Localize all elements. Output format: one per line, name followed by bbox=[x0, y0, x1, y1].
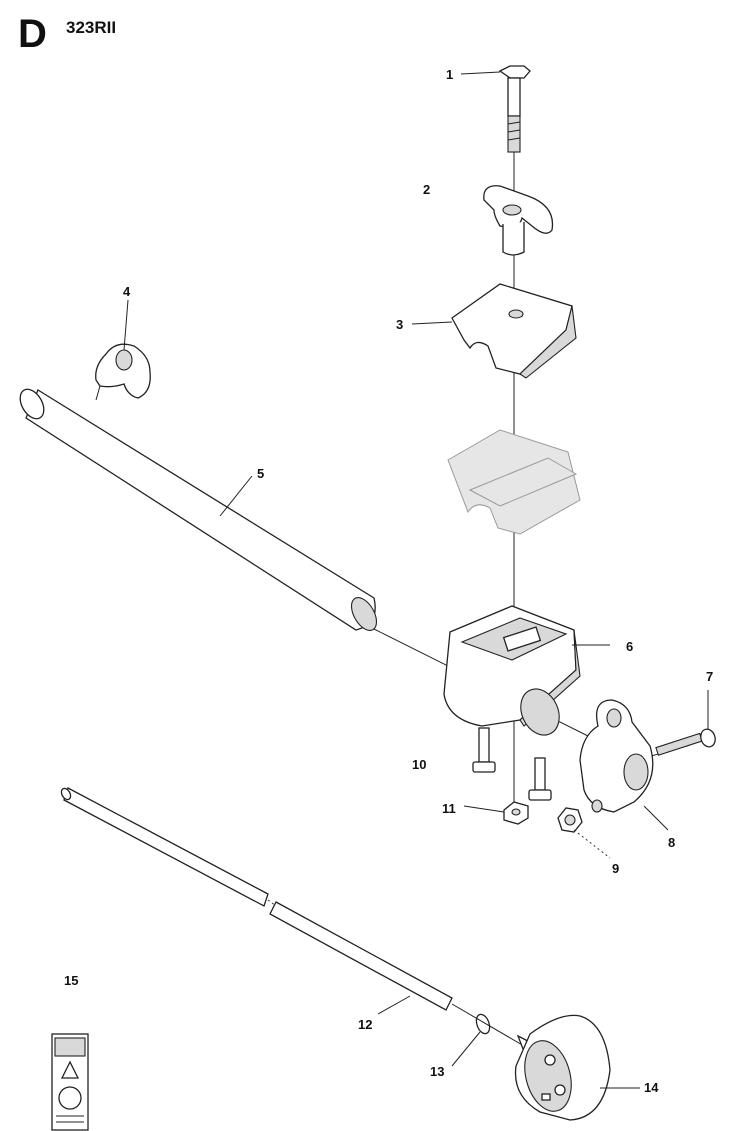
clamp-ghost-insert bbox=[447, 429, 581, 535]
callout-14: 14 bbox=[644, 1080, 659, 1095]
part-10-screws bbox=[472, 727, 552, 801]
callout-5: 5 bbox=[257, 466, 264, 481]
model-number: 323RII bbox=[66, 18, 117, 37]
callout-12: 12 bbox=[358, 1017, 372, 1032]
part-6-clamp-bracket bbox=[443, 605, 581, 736]
part-7-screw bbox=[655, 728, 716, 756]
part-13-circlip bbox=[475, 1013, 491, 1035]
callout-4: 4 bbox=[123, 284, 131, 299]
callout-1: 1 bbox=[446, 67, 453, 82]
callout-6: 6 bbox=[626, 639, 633, 654]
callout-15: 15 bbox=[64, 973, 78, 988]
part-11-square-nut bbox=[503, 801, 529, 825]
part-4-handle-knob bbox=[95, 343, 151, 399]
callout-2: 2 bbox=[423, 182, 430, 197]
callout-8: 8 bbox=[668, 835, 675, 850]
part-12-drive-shaft bbox=[60, 787, 453, 1011]
callout-10: 10 bbox=[412, 757, 426, 772]
part-15-warning-label bbox=[51, 1033, 89, 1131]
callout-13: 13 bbox=[430, 1064, 444, 1079]
callout-3: 3 bbox=[396, 317, 403, 332]
part-14-clutch-drum bbox=[514, 1014, 611, 1121]
part-9-nut bbox=[557, 807, 583, 833]
part-2-wing-knob bbox=[483, 185, 554, 256]
callout-9: 9 bbox=[612, 861, 619, 876]
part-5-handle-tube bbox=[19, 388, 378, 631]
callout-7: 7 bbox=[706, 669, 713, 684]
part-1-bolt bbox=[498, 65, 531, 153]
part-8-clamp-ring bbox=[579, 699, 654, 813]
part-3-clamp-top bbox=[451, 283, 577, 379]
section-letter: D bbox=[18, 12, 47, 56]
callout-11: 11 bbox=[442, 801, 456, 816]
